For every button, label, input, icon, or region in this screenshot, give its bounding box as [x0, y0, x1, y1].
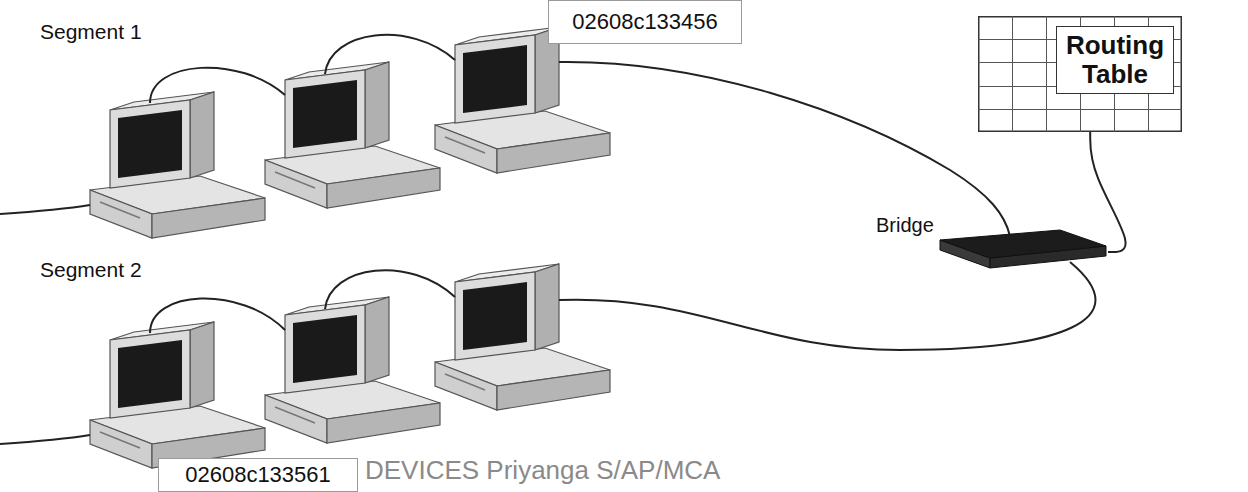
device-label: Bridge — [876, 214, 934, 236]
network-cable — [325, 35, 455, 74]
mac-address: 02608c133561 — [185, 462, 331, 487]
bridge-link — [1090, 132, 1125, 252]
computer-symbol — [265, 297, 440, 443]
computer-symbol — [90, 92, 265, 238]
network-cable — [559, 262, 1095, 350]
table-title: Routing Table — [1056, 26, 1174, 94]
network-cables — [0, 35, 1095, 444]
watermark: DEVICES Priyanga S/AP/MCA — [365, 456, 720, 486]
table-frame — [979, 17, 1182, 132]
network-cable — [150, 298, 285, 333]
segment-label: Segment 1 — [40, 20, 142, 44]
computer-symbol — [435, 27, 610, 173]
mac-address: 02608c133456 — [572, 9, 718, 34]
computer-symbol — [265, 62, 440, 208]
table-rule — [1046, 16, 1047, 132]
network-cable — [0, 435, 90, 444]
network-cable — [325, 270, 455, 309]
segment-label-anchor: Segment 1 — [40, 20, 142, 44]
segment-label-anchor: Segment 2 — [40, 258, 142, 282]
network-cable — [559, 62, 1010, 236]
table-rule — [1012, 16, 1013, 132]
watermark-anchor: DEVICES Priyanga S/AP/MCA — [365, 456, 720, 486]
computer-symbol — [90, 322, 265, 468]
bridge-top — [940, 230, 1106, 258]
computer-symbol — [435, 264, 610, 410]
routing-table: Routing Table — [978, 16, 1182, 132]
address-callout: 02608c133456 — [548, 0, 742, 44]
bridge-device: Bridge — [876, 214, 1108, 270]
network-cable — [0, 205, 90, 214]
address-callout: 02608c133561 — [158, 458, 358, 492]
network-cable — [150, 68, 285, 103]
segment-label: Segment 2 — [40, 258, 142, 282]
table-rule — [978, 109, 1182, 110]
